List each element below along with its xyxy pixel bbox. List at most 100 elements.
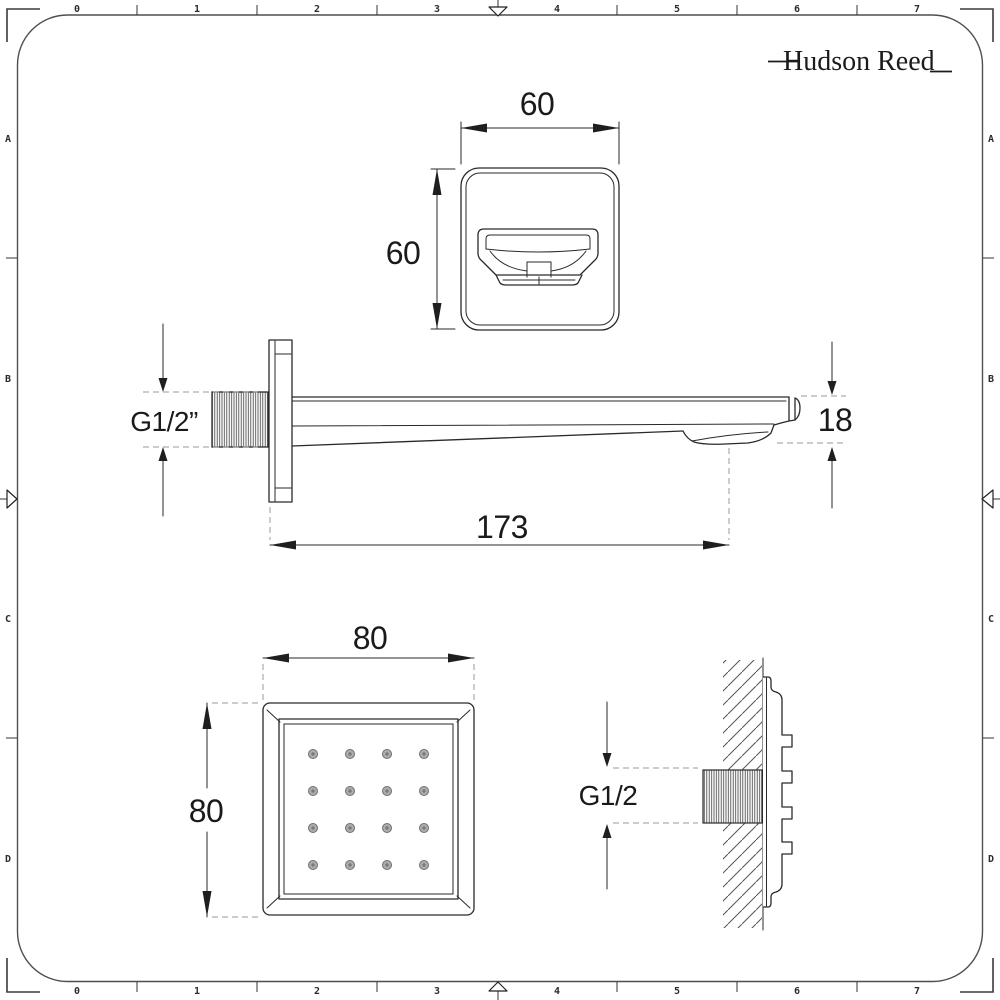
dimension-value: G1/2” [130, 406, 198, 437]
handle-grip-center-notch [526, 261, 552, 278]
ruler-left-ticks [6, 257, 17, 739]
spout-view: G1/2” 18 173 [130, 323, 853, 550]
ruler-label: 2 [314, 4, 320, 15]
sheet-border [16, 14, 984, 983]
jet-face-edge [278, 718, 459, 900]
spout-underside-lower [291, 430, 684, 447]
spout-thread-dimension: G1/2” [130, 323, 258, 517]
dimension-value: 173 [476, 509, 528, 545]
ruler-label: 1 [194, 4, 200, 15]
ruler-label: 4 [554, 986, 560, 997]
dimension-value: 80 [189, 793, 224, 829]
jet-outer-edge [262, 702, 475, 916]
spout-end-cap [773, 397, 801, 426]
center-mark-arrow-top [488, 6, 508, 17]
ruler-label: 7 [914, 4, 920, 15]
brand-logo-text: Hudson Reed [783, 46, 935, 77]
ruler-label: 0 [74, 4, 80, 15]
dimension-value: 80 [353, 620, 388, 656]
ruler-label: 0 [74, 986, 80, 997]
corner-bracket-top-right [960, 8, 994, 42]
handle-bar-bottom [485, 248, 591, 253]
jet-thread [702, 769, 763, 824]
dimension-value: G1/2 [579, 780, 638, 811]
jet-nozzle-grid [308, 749, 429, 870]
arrowhead-up [827, 447, 837, 461]
extension-lines [430, 168, 456, 330]
dashed-extents [262, 664, 475, 700]
ruler-label: D [988, 854, 994, 865]
spout-mouth-inner-curve [691, 431, 769, 442]
ruler-left: A B C D [0, 134, 18, 865]
handle-grip-base-detail [502, 276, 576, 285]
ruler-right-ticks [983, 257, 994, 739]
dimension-value: 60 [520, 86, 555, 122]
ruler-label: 2 [314, 986, 320, 997]
brand-logo: Hudson Reed [768, 46, 952, 77]
ruler-bottom: 0 1 2 3 4 5 6 7 [74, 981, 920, 1000]
jet-front-view: 80 80 [189, 620, 475, 918]
corner-bracket-bottom-right [960, 958, 994, 993]
corner-bracket-bottom-left [6, 958, 40, 993]
arrowhead-up [158, 447, 168, 461]
ruler-label: 5 [674, 4, 680, 15]
ruler-bottom-ticks [136, 982, 858, 992]
spout-underside-upper [291, 423, 775, 427]
plate-inner-edge [465, 172, 615, 326]
jet-width-dimension: 80 [262, 620, 475, 700]
ruler-label: 7 [914, 986, 920, 997]
ruler-label: B [988, 374, 994, 385]
arrowhead-top [202, 703, 212, 729]
dashed-extents [613, 767, 698, 824]
arrowhead-left [461, 123, 487, 133]
ruler-label: 4 [554, 4, 560, 15]
arrowhead-right [448, 653, 474, 663]
ruler-label: 5 [674, 986, 680, 997]
jet-height-dimension: 80 [189, 702, 261, 918]
corner-bracket-top-left [6, 8, 40, 42]
jet-body-profile [763, 676, 793, 908]
ruler-label: 3 [434, 986, 440, 997]
ruler-label: A [988, 134, 994, 145]
ruler-right: A B C D [981, 134, 1000, 865]
ruler-label: B [5, 374, 11, 385]
spout-thread [211, 391, 269, 448]
arrowhead-left [263, 653, 289, 663]
ruler-label: D [5, 854, 11, 865]
arrowhead-down [602, 753, 612, 767]
spout-flange [268, 339, 293, 503]
dashed-extents [777, 395, 846, 444]
jet-side-view: G1/2 [579, 657, 793, 931]
jet-thread-dimension: G1/2 [579, 701, 698, 890]
spout-flange-detail [274, 340, 292, 502]
handle-recess-outline [477, 228, 599, 276]
ruler-top: 0 1 2 3 4 5 6 7 [74, 0, 920, 17]
spout-length-dimension: 173 [269, 448, 730, 550]
arrowhead-right [593, 123, 619, 133]
dashed-extents [212, 702, 261, 918]
ruler-label: C [5, 614, 11, 625]
dashed-extents [269, 448, 730, 540]
ruler-label: 6 [794, 4, 800, 15]
spout-end-cap-lines [788, 396, 796, 422]
ruler-label: A [5, 134, 11, 145]
arrowhead-up [602, 824, 612, 838]
center-mark-arrow-left [6, 489, 18, 509]
plate-outer-edge [460, 167, 620, 331]
dimension-value: 18 [818, 402, 853, 438]
spout-tip-height-dimension: 18 [777, 341, 853, 509]
arrowhead-down [158, 378, 168, 392]
plate-width-dimension: 60 [460, 86, 620, 165]
jet-corner-chamfers [266, 709, 471, 909]
ruler-top-ticks [136, 5, 858, 15]
jet-face-inner-edge [283, 723, 454, 895]
dimension-value: 60 [386, 235, 421, 271]
handle-plate-view: 60 60 [386, 86, 620, 331]
frame [6, 8, 994, 993]
spout-mouth-outline [682, 424, 775, 445]
ruler-label: 3 [434, 4, 440, 15]
arrowhead-down [827, 381, 837, 395]
arrowhead-bottom [202, 891, 212, 917]
